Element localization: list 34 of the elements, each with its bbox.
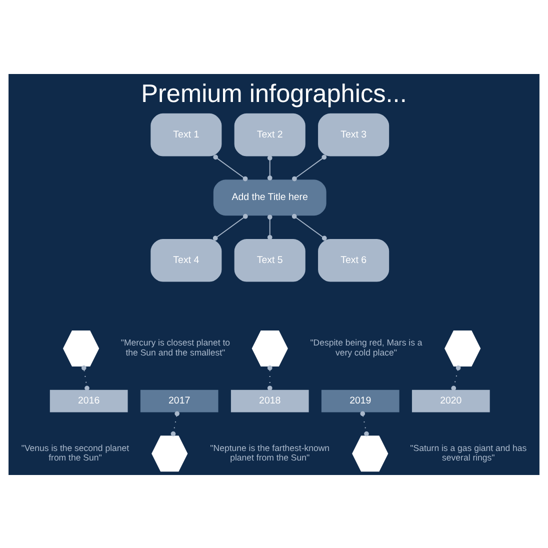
node-hexagon xyxy=(252,330,288,366)
node-box: Text 4 xyxy=(150,238,222,282)
connector xyxy=(170,410,180,436)
node-box: Add the Title here xyxy=(213,179,326,216)
node-box: Text 6 xyxy=(318,238,390,282)
node-box: Text 1 xyxy=(150,112,222,156)
node-box: 2019 xyxy=(321,389,400,412)
label: "Saturn is a gas giant and has several rings" xyxy=(410,442,527,462)
node-box: 2020 xyxy=(412,389,490,412)
node-box: 2016 xyxy=(50,389,128,412)
connector xyxy=(213,154,248,181)
label: "Despite being red, Mars is a very cold place" xyxy=(310,337,422,357)
connector xyxy=(267,155,272,180)
connector xyxy=(360,410,369,436)
label: "Neptune is the farthest-known planet from the Sun" xyxy=(210,442,330,462)
label: "Venus is the second planet from the Sun" xyxy=(21,442,130,462)
node-box: Text 2 xyxy=(234,112,306,156)
node-box: 2017 xyxy=(140,389,218,412)
connector xyxy=(267,214,272,240)
node-hexagon xyxy=(62,330,100,366)
label: "Mercury is closest planet to the Sun and the smallest" xyxy=(120,337,230,357)
node-box: Text 5 xyxy=(234,238,306,282)
connector xyxy=(451,364,461,390)
node-hexagon xyxy=(352,435,388,472)
node-hexagon xyxy=(152,435,188,472)
connector xyxy=(292,154,327,181)
connector xyxy=(292,213,327,240)
node-hexagon xyxy=(444,330,481,366)
node-box: Text 3 xyxy=(318,112,390,156)
connector xyxy=(212,213,248,240)
connector xyxy=(267,365,272,390)
connector xyxy=(81,365,90,390)
node-box: 2018 xyxy=(230,389,309,412)
diagram-title: Premium infographics... xyxy=(141,80,407,108)
